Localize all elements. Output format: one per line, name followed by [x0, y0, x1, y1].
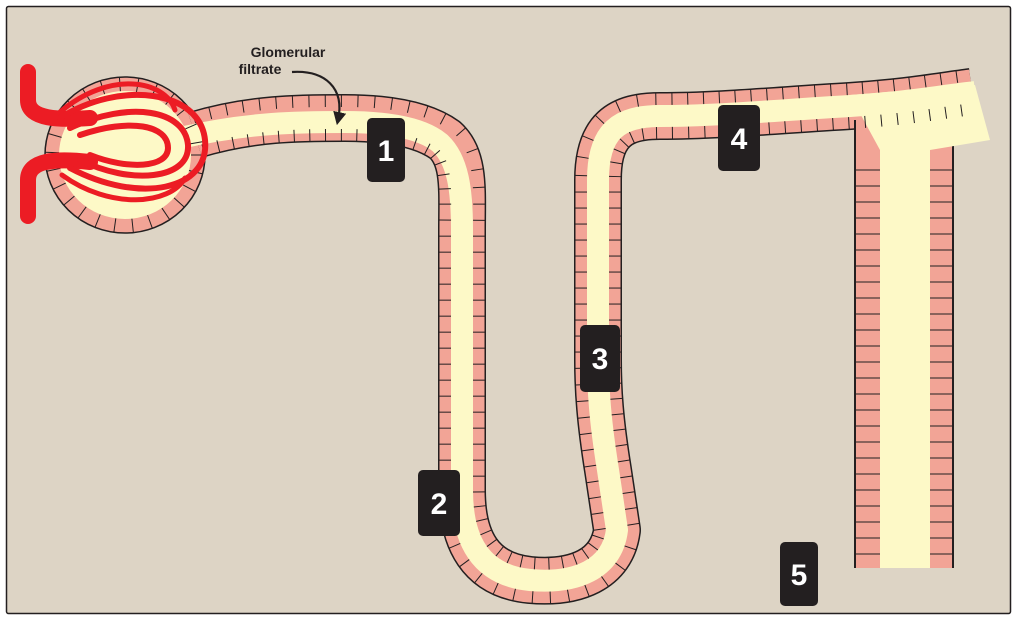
- cell-boundary: [473, 187, 485, 188]
- cell-boundary: [439, 189, 451, 190]
- glomerular-filtrate-label-line2: filtrate: [239, 61, 282, 77]
- collecting-duct-lumen: [880, 110, 930, 568]
- label-1: 1: [367, 118, 405, 182]
- label-5: 5: [780, 542, 818, 606]
- label-3: 3: [580, 325, 620, 392]
- cell-boundary: [847, 83, 848, 95]
- label-1-text: 1: [378, 135, 395, 168]
- cell-boundary: [292, 96, 293, 108]
- label-2: 2: [418, 470, 460, 536]
- cell-boundary: [849, 117, 850, 129]
- label-2-text: 2: [431, 488, 448, 521]
- label-3-text: 3: [592, 343, 609, 376]
- glomerular-filtrate-label-line1: Glomerular: [251, 44, 326, 60]
- cell-boundary: [719, 91, 720, 103]
- label-5-text: 5: [791, 559, 808, 592]
- cell-boundary: [735, 90, 736, 102]
- label-4: 4: [718, 105, 760, 171]
- label-4-text: 4: [731, 123, 748, 156]
- cell-boundary: [294, 130, 295, 142]
